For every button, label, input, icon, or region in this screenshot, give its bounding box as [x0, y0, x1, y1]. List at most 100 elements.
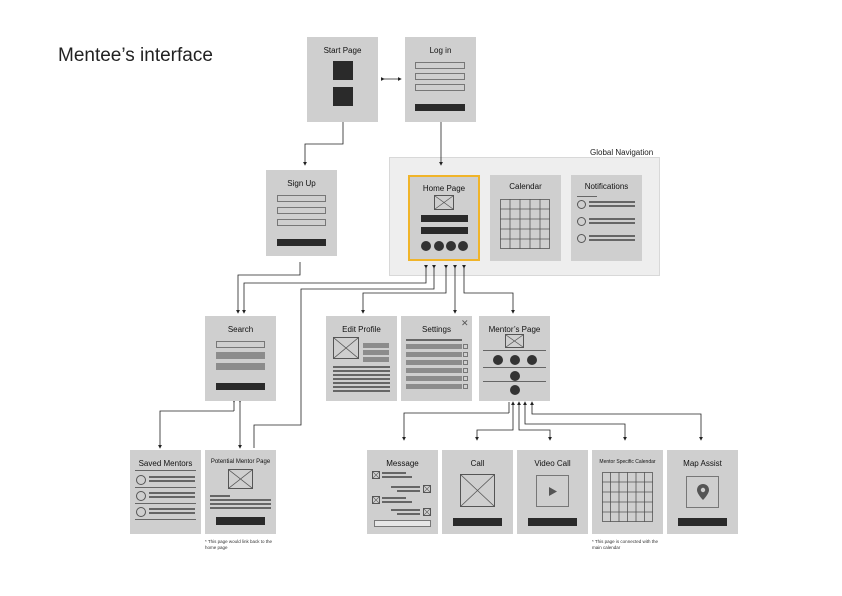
mentors-page-screen[interactable]: Mentor’s Page	[479, 316, 550, 401]
image-placeholder-icon	[228, 469, 253, 489]
home-page-screen[interactable]: Home Page	[408, 175, 480, 261]
text-line	[589, 222, 635, 224]
setting-row	[406, 360, 462, 365]
avatar	[527, 355, 537, 365]
input-field	[415, 84, 465, 91]
end-call-bar	[453, 518, 502, 526]
setting-row	[406, 352, 462, 357]
content-bar	[421, 227, 468, 234]
input-field	[277, 195, 326, 202]
avatar	[510, 371, 520, 381]
potential-mentor-page-screen[interactable]: Potential Mentor Page	[205, 450, 276, 534]
divider	[135, 503, 196, 504]
text-line	[149, 480, 195, 482]
notifications-screen[interactable]: Notifications	[571, 175, 642, 261]
sign-up-screen[interactable]: Sign Up	[266, 170, 337, 256]
map-pin-icon	[697, 484, 709, 500]
toggle	[463, 368, 468, 373]
saved-mentors-screen[interactable]: Saved Mentors	[130, 450, 201, 534]
image-placeholder-icon	[434, 195, 454, 210]
avatar	[434, 241, 444, 251]
avatar	[510, 355, 520, 365]
start-block	[333, 61, 353, 80]
end-call-bar	[528, 518, 577, 526]
connect-bar	[216, 517, 265, 525]
text-line	[589, 205, 635, 207]
text-line	[149, 492, 195, 494]
text-line	[149, 496, 195, 498]
result-bar	[216, 363, 265, 370]
log-in-title: Log in	[429, 46, 452, 55]
mentor-avatar	[136, 475, 146, 485]
text-line	[210, 495, 230, 497]
mentor-calendar-note: * This page is connected with the main c…	[592, 539, 658, 550]
text-line	[149, 512, 195, 514]
avatar	[421, 241, 431, 251]
log-in-screen[interactable]: Log in	[405, 37, 476, 122]
submit-bar	[415, 104, 465, 111]
result-bar	[216, 352, 265, 359]
saved-mentors-title: Saved Mentors	[138, 459, 193, 468]
message-screen[interactable]: Message	[367, 450, 438, 534]
video-call-screen[interactable]: Video Call	[517, 450, 588, 534]
potential-mentor-page-title: Potential Mentor Page	[210, 459, 271, 465]
call-title: Call	[470, 459, 485, 468]
message-title: Message	[386, 459, 419, 468]
avatar	[446, 241, 456, 251]
text-line	[333, 378, 390, 380]
start-page-title: Start Page	[323, 46, 362, 55]
text-line	[333, 370, 390, 372]
avatar-placeholder-icon	[372, 471, 380, 479]
directions-bar	[678, 518, 727, 526]
image-placeholder-icon	[460, 474, 495, 507]
setting-row	[406, 384, 462, 389]
map-frame	[686, 476, 719, 508]
map-assist-title: Map Assist	[683, 459, 722, 468]
settings-screen[interactable]: Settings ✕	[401, 316, 472, 401]
divider	[483, 367, 546, 368]
notification-avatar	[577, 234, 586, 243]
calendar-screen[interactable]: Calendar	[490, 175, 561, 261]
text-line	[210, 499, 271, 501]
image-placeholder-icon	[333, 337, 359, 359]
avatar	[493, 355, 503, 365]
submit-bar	[277, 239, 326, 246]
avatar-placeholder-icon	[423, 508, 431, 516]
text-line	[391, 509, 420, 511]
text-line	[589, 218, 635, 220]
text-line	[397, 513, 420, 515]
start-page-screen[interactable]: Start Page	[307, 37, 378, 122]
input-field	[415, 73, 465, 80]
video-call-title: Video Call	[534, 459, 571, 468]
edit-profile-screen[interactable]: Edit Profile	[326, 316, 397, 401]
content-bar	[421, 215, 468, 222]
mentor-specific-calendar-screen[interactable]: Mentor Specific Calendar	[592, 450, 663, 534]
search-screen[interactable]: Search	[205, 316, 276, 401]
setting-row	[406, 368, 462, 373]
message-input	[374, 520, 431, 527]
divider	[135, 519, 196, 520]
divider	[135, 470, 196, 471]
text-line	[589, 235, 635, 237]
divider	[135, 487, 196, 488]
text-line	[382, 476, 412, 478]
text-line	[382, 472, 406, 474]
call-screen[interactable]: Call	[442, 450, 513, 534]
text-line	[391, 486, 420, 488]
home-page-title: Home Page	[422, 184, 466, 193]
toggle	[463, 344, 468, 349]
map-assist-screen[interactable]: Map Assist	[667, 450, 738, 534]
input-field	[277, 207, 326, 214]
mentor-specific-calendar-title: Mentor Specific Calendar	[599, 459, 656, 465]
text-line	[589, 201, 635, 203]
mentor-avatar	[136, 491, 146, 501]
divider	[577, 196, 597, 197]
toggle	[463, 376, 468, 381]
sign-up-title: Sign Up	[287, 179, 316, 188]
text-line	[149, 508, 195, 510]
calendar-title: Calendar	[509, 182, 542, 191]
text-line	[382, 501, 412, 503]
toggle	[463, 384, 468, 389]
text-line	[210, 503, 271, 505]
